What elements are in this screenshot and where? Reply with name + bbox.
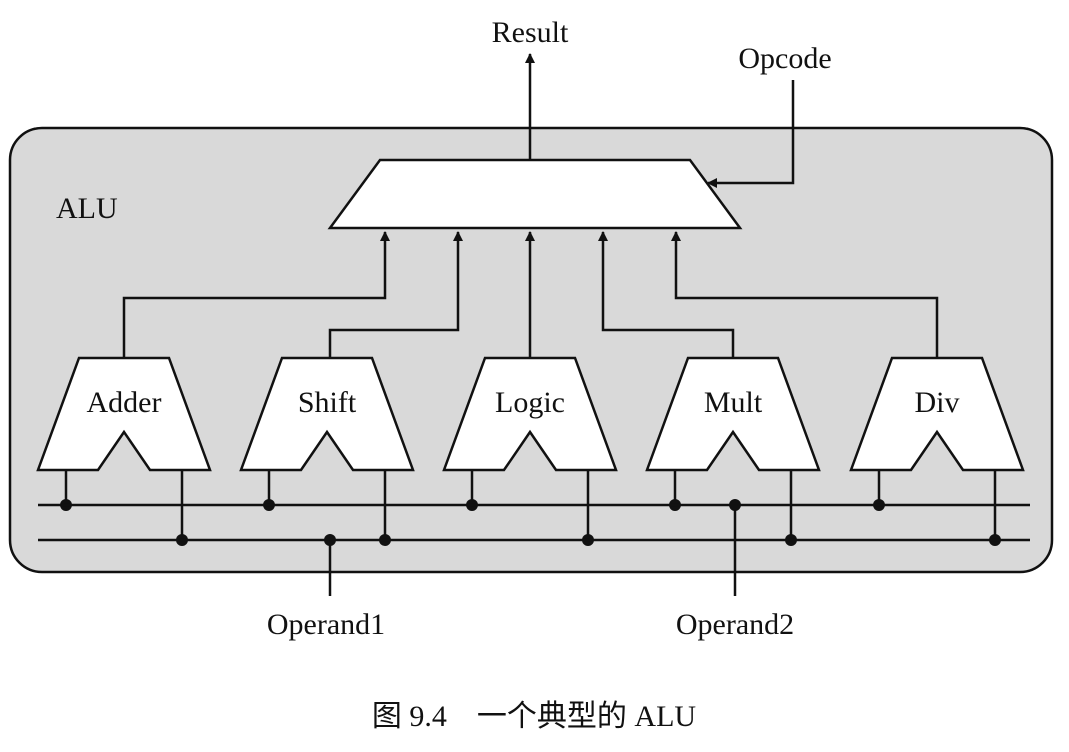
result-multiplexer [327, 158, 743, 230]
operand2-label: Operand2 [676, 608, 794, 641]
unit-block [849, 356, 1025, 472]
unit-div: Div [849, 356, 1025, 546]
unit-block [645, 356, 821, 472]
unit-shift: Shift [239, 356, 415, 546]
adder-output-wire [122, 231, 390, 358]
unit-label: Shift [298, 386, 357, 419]
operand1-label: Operand1 [267, 608, 385, 641]
unit-block [239, 356, 415, 472]
unit-label: Div [915, 386, 960, 419]
opcode-arrow [707, 80, 795, 188]
unit-label: Mult [704, 386, 763, 419]
unit-label: Adder [87, 386, 162, 419]
operand1-junction [324, 534, 336, 546]
operand2-junction [729, 499, 741, 511]
div-output-wire [671, 231, 939, 358]
unit-block [442, 356, 618, 472]
opcode-label: Opcode [738, 42, 831, 75]
alu-label: ALU [56, 192, 118, 225]
unit-adder: Adder [36, 356, 212, 546]
unit-mult: Mult [645, 356, 821, 546]
result-label: Result [492, 16, 569, 49]
mult-output-wire [598, 231, 735, 358]
figure-caption: 图 9.4 一个典型的 ALU [372, 700, 696, 733]
shift-output-wire [328, 231, 463, 358]
unit-label: Logic [495, 386, 565, 419]
unit-block [36, 356, 212, 472]
